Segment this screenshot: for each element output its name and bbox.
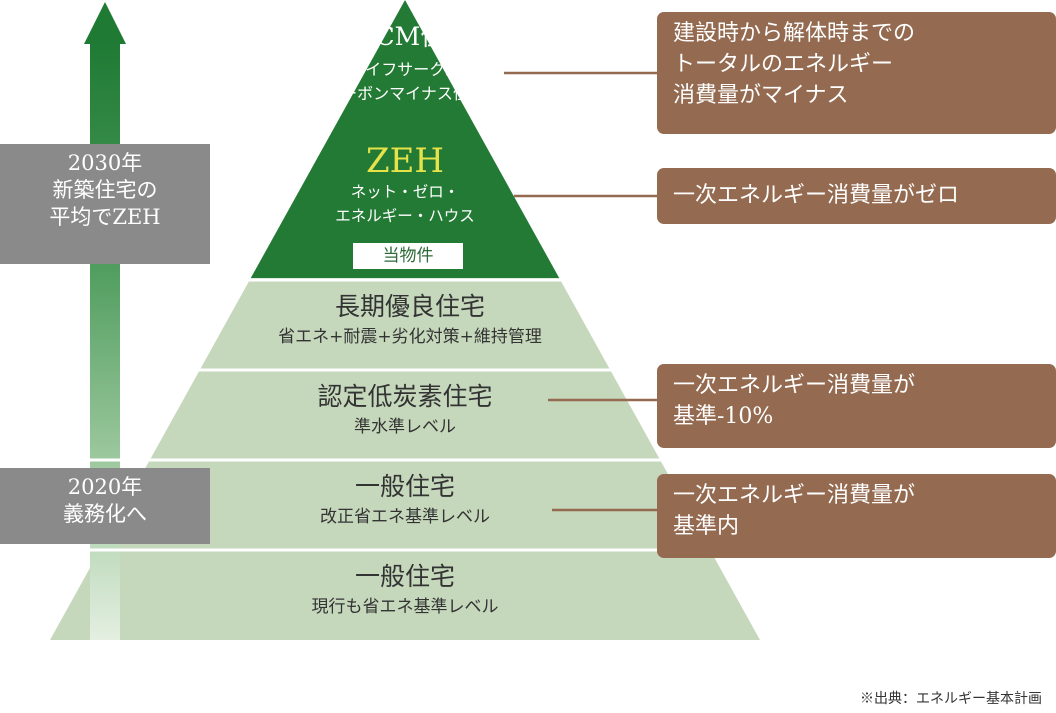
callout-zeh: 一次エネルギー消費量がゼロ [657, 168, 1056, 224]
tier-general-current-title: 一般住宅 [354, 562, 455, 591]
milestone-2020-year: 2020年 [67, 475, 143, 499]
milestone-2030-text-2: 平均でZEH [49, 205, 161, 229]
tier-general-current-shape [0, 548, 922, 640]
tier-low-carbon-title: 認定低炭素住宅 [317, 382, 493, 411]
milestone-2030-year: 2030年 [67, 151, 143, 175]
tier-long-term-title: 長期優良住宅 [334, 292, 485, 321]
tier-zeh-label: ZEH ネット・ゼロ・ エネルギー・ハウス [300, 142, 510, 228]
callout-zeh-line-1: 一次エネルギー消費量がゼロ [673, 183, 960, 208]
callout-general-revised: 一次エネルギー消費量が 基準内 [657, 474, 1056, 558]
tier-general-revised-subtitle: 改正省エネ基準レベル [320, 507, 490, 527]
tier-zeh-title: ZEH [365, 141, 445, 181]
tier-general-current-subtitle: 現行も省エネ基準レベル [311, 597, 499, 617]
tier-zeh-subtitle-2: エネルギー・ハウス [335, 207, 475, 225]
callout-lccm-line-2: トータルのエネルギー [673, 52, 894, 77]
tier-lccm-title: LCCM住宅 [339, 22, 471, 51]
source-footnote: ※出典：エネルギー基本計画 [860, 691, 1042, 707]
milestone-2020-box: 2020年 義務化へ [0, 468, 210, 544]
tier-low-carbon-label: 認定低炭素住宅 準水準レベル [250, 382, 560, 438]
tier-zeh-subtitle-1: ネット・ゼロ・ [350, 183, 460, 201]
callout-low-carbon-line-2: 基準-10% [673, 404, 774, 429]
tier-lccm-label: LCCM住宅 ライフサークル カーボンマイナス住宅 [300, 22, 510, 106]
callout-general-revised-line-2: 基準内 [673, 514, 740, 539]
tier-general-revised-label: 一般住宅 改正省エネ基準レベル [250, 472, 560, 528]
callout-lccm-line-1: 建設時から解体時までの [673, 21, 916, 46]
callout-lccm: 建設時から解体時までの トータルのエネルギー 消費量がマイナス [657, 12, 1056, 134]
tier-general-current-label: 一般住宅 現行も省エネ基準レベル [250, 562, 560, 618]
callout-general-revised-line-1: 一次エネルギー消費量が [673, 483, 916, 508]
tier-long-term-subtitle: 省エネ+耐震+劣化対策+維持管理 [278, 327, 542, 347]
this-property-badge: 当物件 [353, 243, 463, 269]
tier-low-carbon-subtitle: 準水準レベル [354, 417, 456, 437]
tier-lccm-subtitle-1: ライフサークル [349, 60, 461, 79]
tier-general-revised-title: 一般住宅 [354, 472, 455, 501]
callout-lccm-line-3: 消費量がマイナス [673, 83, 849, 108]
milestone-2020-text: 義務化へ [63, 502, 147, 526]
tier-long-term-shape [156, 278, 654, 370]
tier-long-term-label: 長期優良住宅 省エネ+耐震+劣化対策+維持管理 [210, 292, 610, 348]
callout-low-carbon-line-1: 一次エネルギー消費量が [673, 373, 916, 398]
tier-lccm-subtitle-2: カーボンマイナス住宅 [325, 84, 485, 103]
callout-low-carbon: 一次エネルギー消費量が 基準-10% [657, 364, 1056, 448]
tier-low-carbon-shape [66, 370, 744, 460]
milestone-2030-box: 2030年 新築住宅の 平均でZEH [0, 144, 210, 264]
milestone-2030-text-1: 新築住宅の [52, 178, 158, 202]
